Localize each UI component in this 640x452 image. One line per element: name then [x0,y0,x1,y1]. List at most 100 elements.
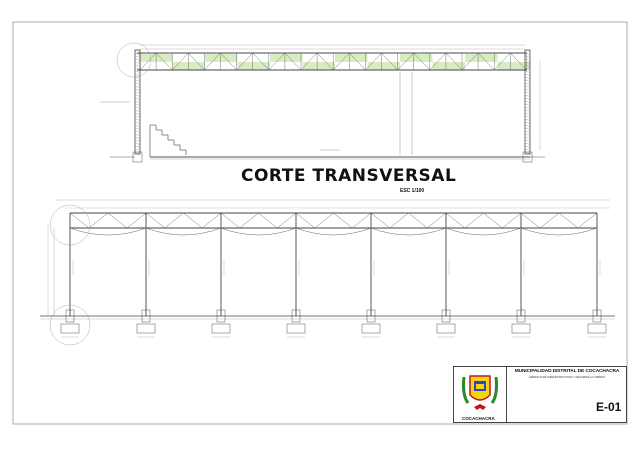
truss-diagonal [477,52,495,71]
column-hatch [134,76,141,79]
column-hatch [524,97,531,100]
column-hatch [134,145,141,148]
column-hatch [524,76,531,79]
column-hatch [524,148,531,151]
column-hatch [524,136,531,139]
truss-diagonal [558,212,579,229]
truss-diagonal [204,52,221,71]
column-hatch [134,112,141,115]
truss-diagonal [502,212,522,229]
column-hatch [134,124,141,127]
footing [211,323,231,334]
column-hatch [524,70,531,73]
column-hatch [524,121,531,124]
column-hatch [524,52,531,55]
column [134,49,141,155]
footing [511,323,531,334]
column-hatch [524,115,531,118]
column-hatch [134,67,141,70]
truss-infill [497,62,530,70]
truss-infill [432,62,465,70]
column-hatch [524,124,531,127]
truss-diagonal [69,212,90,229]
column-hatch [524,94,531,97]
truss-diagonal [577,212,598,229]
footing [361,323,381,334]
column-hatch [134,55,141,58]
footing [436,323,456,334]
truss-diagonal [413,52,430,71]
truss-diagonal [139,52,157,71]
column-hatch [134,148,141,151]
truss-diagonal [164,212,184,229]
column-hatch [134,121,141,124]
column-hatch [134,58,141,61]
column-hatch [134,109,141,112]
truss-infill [205,54,238,62]
column-hatch [524,127,531,130]
column-hatch [524,82,531,85]
coat-of-arms-icon [462,375,498,410]
detail-callout [49,204,91,246]
column-hatch [134,94,141,97]
bracing-cable [220,227,297,236]
column-hatch [134,106,141,109]
column-hatch [134,61,141,64]
bracing-cable [145,227,222,236]
truss-diagonal [510,52,527,71]
detail-callout [116,42,152,78]
truss-diagonal [445,212,465,229]
truss-diagonal [284,52,302,71]
sheet-border [12,21,628,425]
column-hatch [524,88,531,91]
truss-diagonal [427,212,447,229]
truss-infill [172,62,205,70]
column-hatch [524,79,531,82]
truss-diagonal [520,212,541,229]
truss-diagonal [300,52,318,71]
truss-diagonal [258,212,278,229]
column-hatch [524,64,531,67]
column-hatch [134,79,141,82]
column-hatch [134,133,141,136]
truss-diagonal [316,52,334,71]
column-hatch [524,142,531,145]
column-hatch [134,91,141,94]
truss-diagonal [333,52,350,71]
column-hatch [524,130,531,133]
detail-callout [49,304,91,346]
truss-diagonal [172,52,189,71]
column-hatch [134,118,141,121]
drawing-title: CORTE TRANSVERSAL [241,166,457,186]
truss-diagonal [220,52,237,71]
column-hatch [134,64,141,67]
column-hatch [524,103,531,106]
column-hatch [524,73,531,76]
column-hatch [524,106,531,109]
institution-name: MUNICIPALIDAD DISTRITAL DE COCACHACRA [514,369,620,374]
truss-diagonal [370,212,390,229]
truss-diagonal [220,212,240,229]
truss-diagonal [389,212,409,229]
truss-diagonal [461,52,479,71]
column-hatch [134,100,141,103]
column-hatch [524,133,531,136]
column-hatch [524,58,531,61]
column-hatch [134,127,141,130]
truss-diagonal [236,52,253,71]
column-hatch [134,85,141,88]
column-hatch [524,55,531,58]
truss-infill [270,54,303,62]
bracing-cable [520,227,598,236]
truss-infill [400,54,433,62]
truss-diagonal [352,212,372,229]
truss-diagonal [145,212,165,229]
footing [286,323,306,334]
title-block: COCACHACRA MUNICIPALIDAD DISTRITAL DE CO… [453,366,627,423]
column-hatch [134,103,141,106]
truss-diagonal [333,212,353,229]
truss-diagonal [183,212,203,229]
truss-infill [335,54,368,62]
bracing-cable [445,227,522,236]
truss-diagonal [295,212,315,229]
